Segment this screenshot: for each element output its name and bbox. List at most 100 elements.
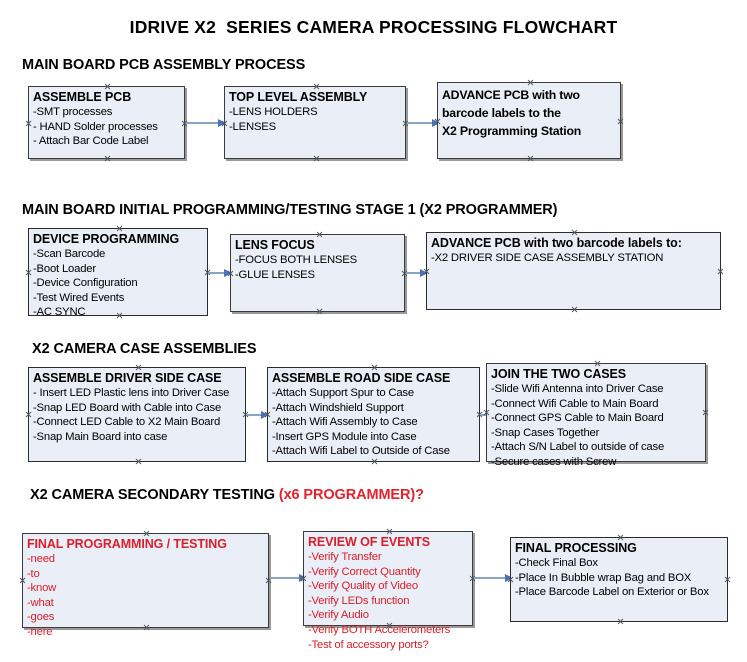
connection-handle-top — [617, 534, 624, 541]
node-assemble-driver-side-case[interactable]: ASSEMBLE DRIVER SIDE CASE - Insert LED P… — [28, 367, 246, 462]
node-device-programming[interactable]: DEVICE PROGRAMMING -Scan Barcode -Boot L… — [28, 225, 208, 318]
node-line: -Place Barcode Label on Exterior or Box — [515, 586, 709, 599]
node-line-overflow: -Test of accessory ports? — [308, 638, 429, 651]
node-title: ADVANCE PCB with two barcode labels to: — [431, 236, 682, 250]
connection-handle-bottom — [104, 155, 111, 162]
section-heading-x2-camera-secondary-testing: X2 CAMERA SECONDARY TESTING (x6 PROGRAMM… — [30, 487, 424, 503]
arrowhead-icon — [505, 574, 513, 582]
arrowhead-icon — [420, 269, 428, 277]
node-advance-pcb-driver-side-case[interactable]: ADVANCE PCB with two barcode labels to: … — [426, 232, 721, 310]
node-line: -know — [27, 582, 57, 595]
arrowhead-icon — [261, 411, 269, 419]
node-line: -to — [27, 567, 40, 580]
node-line: -Snap LED Board with Cable into Case — [33, 401, 222, 414]
node-line: X2 Programming Station — [442, 124, 582, 138]
node-line: -Attach S/N Label to outside of case — [491, 441, 665, 454]
connection-handle-top — [594, 360, 601, 367]
connection-handle-bottom — [316, 308, 323, 315]
connection-handle-top — [571, 229, 578, 236]
node-review-of-events[interactable]: REVIEW OF EVENTS -Verify Transfer -Verif… — [303, 528, 473, 651]
section-heading-text: X2 CAMERA CASE ASSEMBLIES — [32, 341, 257, 357]
node-line: -Verify Transfer — [308, 551, 382, 563]
node-title: TOP LEVEL ASSEMBLY — [229, 90, 368, 104]
node-line: -here — [27, 625, 53, 638]
node-title: LENS FOCUS — [235, 238, 315, 252]
node-line: -Attach Wifi Assembly to Case — [272, 416, 418, 429]
connection-handle-bottom — [571, 306, 578, 313]
page-title: IDRIVE X2 SERIES CAMERA PROCESSING FLOWC… — [129, 17, 618, 37]
node-title: REVIEW OF EVENTS — [308, 535, 431, 549]
section-heading-text: X2 CAMERA SECONDARY TESTING — [30, 487, 279, 503]
node-final-processing[interactable]: FINAL PROCESSING -Check Final Box -Place… — [510, 537, 728, 622]
connection-handle-right — [617, 118, 624, 125]
section-heading-accent: (x6 PROGRAMMER)? — [278, 487, 424, 503]
connection-handle-left — [25, 411, 32, 418]
node-line: - Attach Bar Code Label — [33, 135, 149, 148]
node-line: -what — [27, 596, 54, 609]
node-title: ASSEMBLE ROAD SIDE CASE — [272, 371, 451, 385]
node-line: -GLUE LENSES — [235, 268, 315, 281]
section-heading-text: MAIN BOARD PCB ASSEMBLY PROCESS — [22, 57, 306, 73]
arrowhead-icon — [218, 119, 226, 127]
node-advance-pcb-programming-station[interactable]: ADVANCE PCB with two barcode labels to t… — [437, 82, 621, 159]
connection-handle-top — [116, 225, 123, 232]
connector-lens-focus-to-advance-pcb — [406, 269, 428, 277]
node-line: - HAND Solder processes — [33, 120, 158, 133]
node-line: -X2 DRIVER SIDE CASE ASSEMBLY STATION — [431, 252, 664, 264]
node-line: -Slide Wifi Antenna into Driver Case — [491, 383, 664, 395]
connection-handle-top — [386, 528, 393, 535]
node-line: -SMT processes — [33, 106, 113, 118]
node-line: -LENSES — [229, 120, 276, 133]
node-line: -Test Wired Events — [33, 291, 125, 304]
node-line: -Connect Wifi Cable to Main Board — [491, 397, 659, 410]
connection-handle-top — [371, 364, 378, 371]
node-title: ASSEMBLE PCB — [33, 90, 132, 104]
node-line: -Verify LEDs function — [308, 594, 410, 607]
arrowhead-icon — [432, 119, 440, 127]
connection-handle-right — [724, 576, 731, 583]
node-title: ASSEMBLE DRIVER SIDE CASE — [33, 371, 222, 385]
node-title: FINAL PROCESSING — [515, 541, 637, 555]
node-final-programming-testing[interactable]: FINAL PROGRAMMING / TESTING -need -to -k… — [22, 530, 269, 638]
node-line: -Snap Main Board into case — [33, 430, 168, 443]
connector-review-of-events-to-final-processing — [474, 574, 513, 582]
node-title: JOIN THE TWO CASES — [491, 367, 627, 381]
node-line: -Snap Cases Together — [491, 426, 600, 439]
arrowhead-icon — [224, 269, 232, 277]
connection-handle-top — [313, 83, 320, 90]
node-line: -Connect GPS Cable to Main Board — [491, 412, 664, 425]
node-line: -Boot Loader — [33, 262, 96, 275]
node-line: -Check Final Box — [515, 557, 598, 569]
section-heading-text: MAIN BOARD INITIAL PROGRAMMING/TESTING S… — [22, 202, 558, 218]
node-assemble-pcb[interactable]: ASSEMBLE PCB -SMT processes - HAND Solde… — [28, 86, 185, 159]
connection-handle-bottom — [135, 458, 142, 465]
node-top-level-assembly[interactable]: TOP LEVEL ASSEMBLY -LENS HOLDERS -LENSES — [224, 86, 406, 159]
node-line: -FOCUS BOTH LENSES — [235, 254, 357, 266]
section-heading-x2-camera-case-assemblies: X2 CAMERA CASE ASSEMBLIES — [32, 341, 257, 357]
connector-top-level-to-advance-pcb — [407, 119, 440, 127]
node-line: -need — [27, 553, 55, 565]
connector-assemble-pcb-to-top-level — [186, 119, 226, 127]
connection-handle-top — [104, 83, 111, 90]
node-line: -goes — [27, 611, 55, 624]
node-line: -Verify Correct Quantity — [308, 565, 421, 578]
node-assemble-road-side-case[interactable]: ASSEMBLE ROAD SIDE CASE -Attach Support … — [267, 367, 480, 462]
connection-handle-top — [316, 231, 323, 238]
node-line: -Verify Quality of Video — [308, 580, 418, 593]
connection-handle-top — [143, 530, 150, 537]
node-line: ADVANCE PCB with two — [442, 88, 580, 102]
node-lens-focus[interactable]: LENS FOCUS -FOCUS BOTH LENSES -GLUE LENS… — [230, 234, 405, 312]
node-line: -Secure cases with Screw — [491, 455, 617, 468]
connection-handle-right — [702, 409, 709, 416]
node-line: -LENS HOLDERS — [229, 106, 318, 118]
node-join-the-two-cases[interactable]: JOIN THE TWO CASES -Slide Wifi Antenna i… — [486, 360, 709, 468]
node-line: -Connect LED Cable to X2 Main Board — [33, 416, 221, 429]
connector-final-programming-to-review-of-events — [270, 574, 307, 582]
node-title: DEVICE PROGRAMMING — [33, 232, 180, 246]
node-title: FINAL PROGRAMMING / TESTING — [27, 537, 227, 551]
node-line: -Device Configuration — [33, 277, 138, 290]
connection-handle-bottom — [617, 618, 624, 625]
node-line: -Place In Bubble wrap Bag and BOX — [515, 571, 692, 584]
node-line: -Attach Support Spur to Case — [272, 387, 414, 399]
